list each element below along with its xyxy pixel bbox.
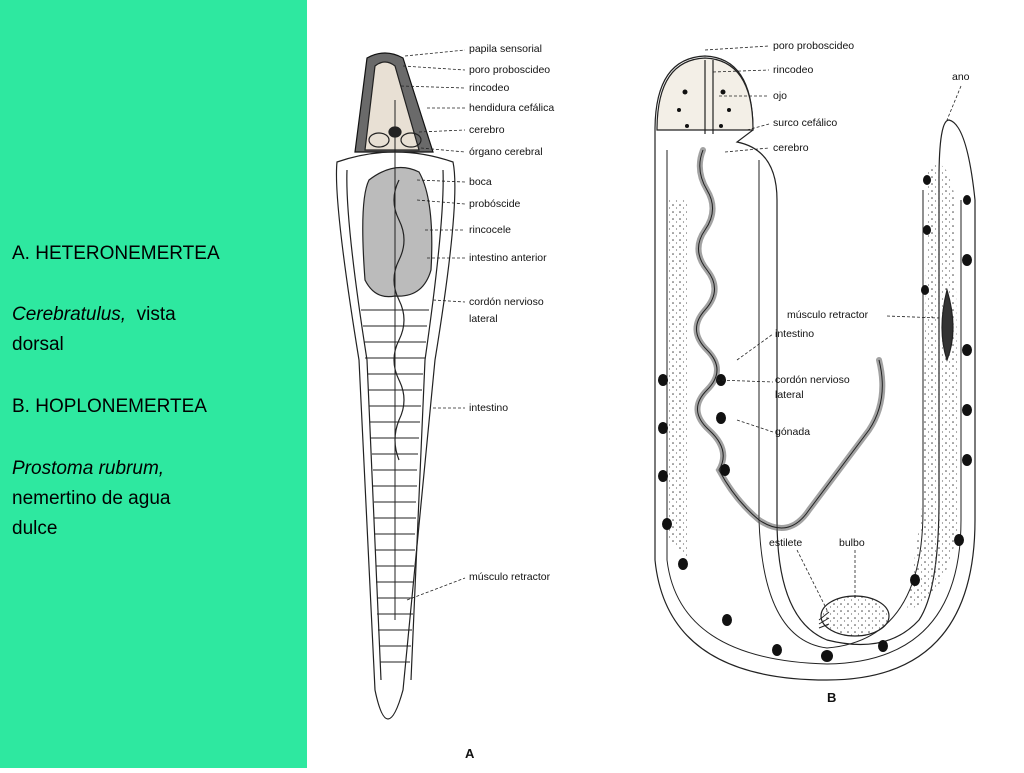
label-a-5: órgano cerebral: [469, 146, 543, 158]
label-b-8: cordón nervioso: [775, 374, 850, 386]
label-b-2: ojo: [773, 90, 787, 102]
left-text-panel: A. HETERONEMERTEA Cerebratulus, vista do…: [0, 0, 307, 768]
label-b-9: lateral: [775, 389, 804, 401]
figure-tag-a: A: [465, 746, 475, 761]
label-b-4: cerebro: [773, 142, 809, 154]
label-b-0: poro proboscideo: [773, 40, 854, 52]
worm-a: [335, 52, 456, 720]
anatomy-svg: A papila sensorial poro proboscideo rinc…: [335, 40, 976, 761]
label-a-9: intestino anterior: [469, 252, 547, 264]
species-a-line: Cerebratulus, vista: [12, 304, 176, 326]
label-a-12: intestino: [469, 402, 508, 414]
label-b-3: surco cefálico: [773, 117, 837, 129]
label-a-4: cerebro: [469, 124, 505, 136]
diverticula-a: [361, 309, 429, 663]
gonads-b: [658, 175, 972, 662]
label-b-12: bulbo: [839, 537, 865, 549]
eyes-b: [677, 89, 731, 128]
label-hoplonemertea: B. HOPLONEMERTEA: [12, 396, 207, 417]
label-b-7: intestino: [775, 328, 814, 340]
view-label-dorsal: dorsal: [12, 334, 64, 355]
label-a-13: músculo retractor: [469, 571, 551, 583]
label-a-3: hendidura cefálica: [469, 102, 554, 114]
label-a-1: poro proboscideo: [469, 64, 550, 76]
label-b-10: gónada: [775, 426, 810, 438]
labels-a: papila sensorial poro proboscideo rincod…: [469, 43, 554, 583]
label-a-11: lateral: [469, 313, 498, 325]
label-a-0: papila sensorial: [469, 43, 542, 55]
label-a-7: probóscide: [469, 198, 521, 210]
label-a-10: cordón nervioso: [469, 296, 544, 308]
anatomy-figure: A papila sensorial poro proboscideo rinc…: [307, 0, 1024, 768]
desc-line-1: nemertino de agua: [12, 488, 171, 509]
view-label: vista: [131, 304, 176, 325]
desc-line-2: dulce: [12, 518, 58, 539]
figure-tag-b: B: [827, 690, 836, 705]
label-a-2: rincodeo: [469, 82, 509, 94]
label-b-6: músculo retractor: [787, 309, 869, 321]
species-prostoma: Prostoma rubrum,: [12, 458, 165, 479]
label-b-5: ano: [952, 71, 970, 83]
labels-b: poro proboscideo rincodeo ojo surco cefá…: [769, 40, 970, 549]
label-a-6: boca: [469, 176, 492, 188]
label-b-11: estilete: [769, 537, 802, 549]
label-b-1: rincodeo: [773, 64, 813, 76]
label-heteronemertea: A. HETERONEMERTEA: [12, 243, 220, 264]
label-a-8: rincocele: [469, 224, 511, 236]
species-cerebratulus: Cerebratulus,: [12, 304, 127, 325]
